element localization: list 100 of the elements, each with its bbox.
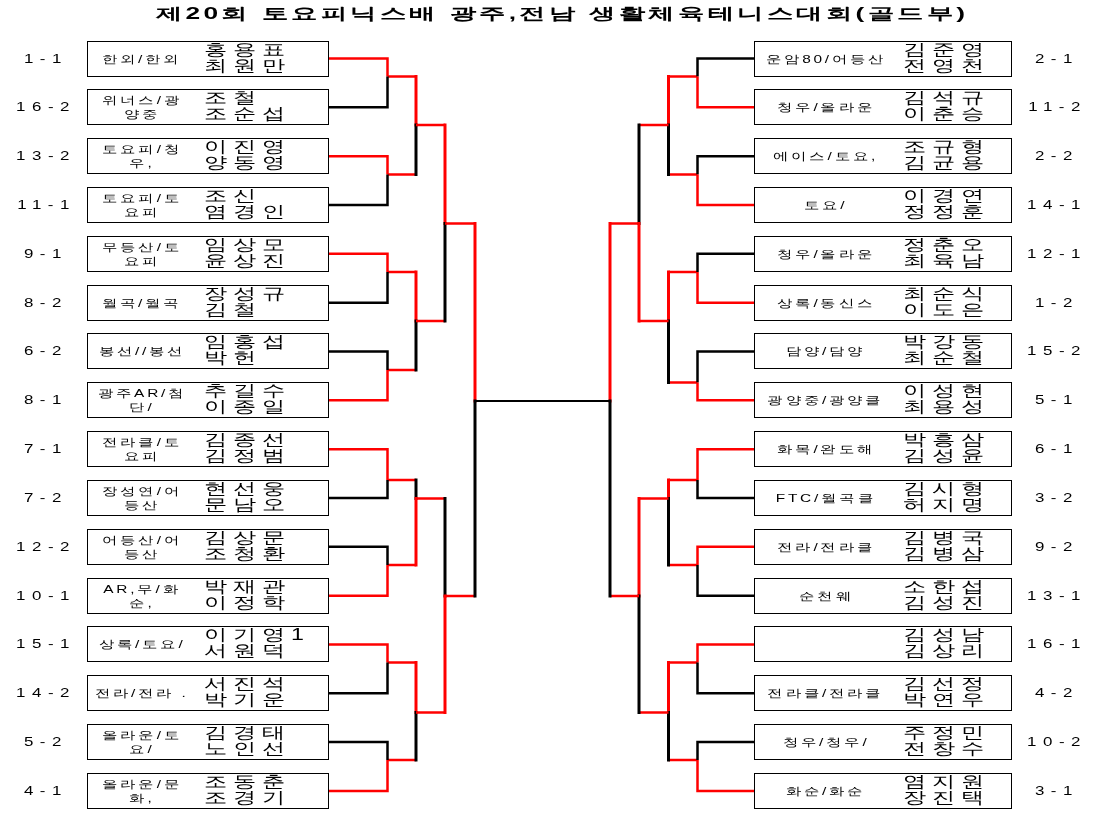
club-name: 올라운/문화, — [101, 776, 183, 805]
seed-label: 14-2 — [16, 685, 76, 702]
team-box — [754, 724, 1012, 761]
seed-label: 9-2 — [1034, 538, 1079, 555]
bracket-line — [329, 662, 389, 695]
player-name: 김정범 — [204, 448, 291, 465]
seed-label: 7-2 — [23, 489, 68, 506]
team-box — [87, 675, 329, 712]
player-name: 장진택 — [903, 789, 990, 806]
club-name: 전라클/전라클 — [767, 686, 885, 701]
seed-label: 10-2 — [1027, 734, 1087, 751]
seed-label: 5-2 — [23, 734, 68, 751]
seed-label: 8-1 — [23, 392, 68, 409]
seed-label: 15-2 — [1027, 343, 1087, 360]
club-name: 봉선//봉선 — [98, 344, 186, 359]
player-name: 최원만 — [204, 57, 291, 74]
title: 제20회 토요피닉스배 광주,전남 생활체육테니스대회(골드부) — [155, 4, 969, 24]
seed-label: 2-2 — [1034, 148, 1079, 165]
bracket-line — [329, 480, 389, 500]
team-box — [754, 772, 1012, 809]
player-name: 김준영 — [903, 41, 990, 58]
team-box — [87, 138, 329, 175]
player-name: 장성규 — [204, 285, 291, 302]
seed-label: 11-2 — [1027, 99, 1087, 116]
club-name: 순천웨 — [798, 588, 854, 603]
bracket-line — [696, 350, 754, 383]
team-box — [754, 333, 1012, 370]
player-name: 김석규 — [903, 90, 990, 107]
bracket-line — [329, 545, 389, 565]
bracket-line — [696, 154, 754, 175]
team-box — [754, 235, 1012, 272]
player-name: 박강동 — [903, 334, 990, 351]
team-box — [754, 431, 1012, 468]
player-name: 전영천 — [903, 57, 990, 74]
club-name: 에이스/토요, — [773, 149, 879, 164]
seed-label: 6-1 — [1034, 441, 1079, 458]
seed-label: 15-1 — [16, 636, 76, 653]
bracket-line — [696, 382, 754, 402]
player-name: 이도은 — [903, 301, 990, 318]
player-name: 염경인 — [204, 204, 291, 220]
team-box — [87, 187, 329, 223]
bracket-line — [696, 740, 754, 760]
seed-label: 8-2 — [23, 294, 68, 311]
club-name: 토요피/청우, — [101, 142, 183, 171]
bracket-line — [329, 154, 389, 175]
player-name: 이경연 — [903, 188, 990, 204]
club-name: 담양/담양 — [786, 344, 866, 359]
player-name: 소한섭 — [903, 578, 990, 595]
bracket-line — [696, 565, 754, 597]
seed-label: 9-1 — [23, 245, 68, 262]
bracket-line — [696, 272, 754, 304]
bracket-line — [696, 760, 754, 793]
seed-label: 16-2 — [16, 99, 76, 116]
team-box — [87, 577, 329, 614]
club-name: 위너스/광양중 — [101, 93, 183, 122]
player-name: 김균용 — [903, 155, 990, 172]
player-name: 박연우 — [903, 692, 990, 709]
player-name: 이진영 — [204, 139, 291, 156]
team-box — [87, 284, 329, 321]
player-name: 김병국 — [903, 529, 990, 546]
team-box — [754, 382, 1012, 419]
bracket-line — [329, 252, 389, 272]
club-name: 전라/전라 . — [94, 686, 189, 701]
bracket-line — [696, 643, 754, 663]
bracket-line — [696, 447, 754, 480]
team-box — [754, 675, 1012, 712]
bracket-line — [696, 662, 754, 695]
player-name: 김상리 — [903, 643, 990, 660]
seed-label: 1-2 — [1034, 294, 1079, 311]
player-name: 조규형 — [903, 139, 990, 156]
seed-label: 13-2 — [16, 148, 76, 165]
seed-label: 5-1 — [1034, 392, 1079, 409]
seed-label: 4-1 — [23, 782, 68, 799]
player-name: 이기영1 — [204, 627, 310, 644]
player-name: 조청환 — [204, 545, 291, 562]
player-name: 최순철 — [903, 350, 990, 367]
player-name: 김병삼 — [903, 545, 990, 562]
bracket-line — [696, 57, 754, 77]
player-name: 정정훈 — [903, 204, 990, 220]
player-name: 조경기 — [204, 789, 291, 806]
club-name: 토요피/토요피 — [101, 191, 183, 219]
club-name: 청우/올라운 — [776, 246, 876, 261]
player-name: 조순섭 — [204, 106, 291, 123]
bracket-line — [329, 370, 389, 402]
player-name: 염지원 — [903, 773, 990, 790]
team-box — [754, 138, 1012, 175]
seed-label: 14-1 — [1027, 197, 1087, 213]
bracket-line — [329, 565, 389, 597]
player-name: 박기운 — [204, 692, 291, 709]
player-name: 노인선 — [204, 741, 291, 758]
seed-label: 12-2 — [16, 538, 76, 555]
player-name: 임홍섭 — [204, 334, 291, 351]
player-name: 최순식 — [903, 285, 990, 302]
player-name: 현선웅 — [204, 480, 291, 497]
team-box — [754, 626, 1012, 663]
team-box — [87, 333, 329, 370]
seed-label: 3-1 — [1034, 782, 1079, 799]
player-name: 김상문 — [204, 529, 291, 546]
bracket-line — [696, 252, 754, 272]
club-name: 청우/청우/ — [782, 735, 870, 750]
